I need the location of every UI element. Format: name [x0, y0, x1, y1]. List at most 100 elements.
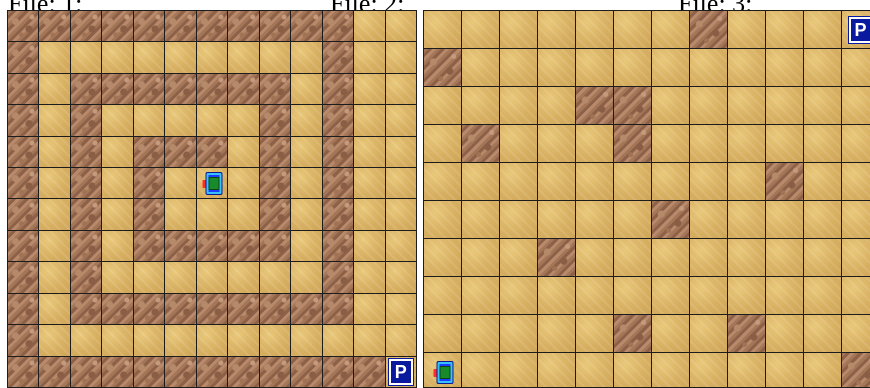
floor-tile[interactable]: [690, 163, 727, 200]
floor-tile[interactable]: [354, 199, 384, 229]
floor-tile[interactable]: [462, 49, 499, 86]
floor-tile[interactable]: [842, 163, 870, 200]
floor-tile[interactable]: [165, 42, 195, 72]
floor-tile[interactable]: [766, 49, 803, 86]
wall-tile[interactable]: [8, 105, 38, 135]
floor-tile[interactable]: [538, 163, 575, 200]
floor-tile[interactable]: [39, 168, 69, 198]
wall-tile[interactable]: [323, 137, 353, 167]
floor-tile[interactable]: [766, 277, 803, 314]
floor-tile[interactable]: [462, 87, 499, 124]
wall-tile[interactable]: [8, 262, 38, 292]
wall-tile[interactable]: [690, 11, 727, 48]
wall-tile[interactable]: [766, 163, 803, 200]
wall-tile[interactable]: [291, 294, 321, 324]
wall-tile[interactable]: [8, 168, 38, 198]
floor-tile[interactable]: [424, 163, 461, 200]
wall-tile[interactable]: [291, 11, 321, 41]
wall-tile[interactable]: [102, 74, 132, 104]
floor-tile[interactable]: [690, 277, 727, 314]
floor-tile[interactable]: [614, 277, 651, 314]
floor-tile[interactable]: [804, 315, 841, 352]
floor-tile[interactable]: [842, 277, 870, 314]
wall-tile[interactable]: [71, 74, 101, 104]
wall-tile[interactable]: [260, 105, 290, 135]
wall-tile[interactable]: [134, 168, 164, 198]
floor-tile[interactable]: [102, 105, 132, 135]
floor-tile[interactable]: [260, 325, 290, 355]
floor-tile[interactable]: [291, 74, 321, 104]
floor-tile[interactable]: [386, 11, 416, 41]
floor-tile[interactable]: [614, 353, 651, 388]
wall-tile[interactable]: [71, 11, 101, 41]
wall-tile[interactable]: [228, 11, 258, 41]
wall-tile[interactable]: [165, 137, 195, 167]
floor-tile[interactable]: [386, 74, 416, 104]
wall-tile[interactable]: [323, 11, 353, 41]
wall-tile[interactable]: [197, 231, 227, 261]
floor-tile[interactable]: [690, 315, 727, 352]
wall-tile[interactable]: [323, 168, 353, 198]
wall-tile[interactable]: [197, 137, 227, 167]
board-1[interactable]: P: [7, 10, 417, 388]
wall-tile[interactable]: [8, 199, 38, 229]
floor-tile[interactable]: [165, 168, 195, 198]
floor-tile[interactable]: [291, 105, 321, 135]
floor-tile[interactable]: [354, 262, 384, 292]
floor-tile[interactable]: [228, 199, 258, 229]
floor-tile[interactable]: [462, 11, 499, 48]
floor-tile[interactable]: [538, 125, 575, 162]
wall-tile[interactable]: [323, 262, 353, 292]
wall-tile[interactable]: [102, 294, 132, 324]
floor-tile[interactable]: [102, 325, 132, 355]
floor-tile[interactable]: [462, 239, 499, 276]
wall-tile[interactable]: [614, 315, 651, 352]
floor-tile[interactable]: [728, 125, 765, 162]
wall-tile[interactable]: [71, 231, 101, 261]
wall-tile[interactable]: [260, 357, 290, 387]
floor-tile[interactable]: [842, 239, 870, 276]
floor-tile[interactable]: [291, 231, 321, 261]
wall-tile[interactable]: [8, 11, 38, 41]
wall-tile[interactable]: [842, 353, 870, 388]
floor-tile[interactable]: [228, 168, 258, 198]
floor-tile[interactable]: [228, 137, 258, 167]
floor-tile[interactable]: [766, 201, 803, 238]
wall-tile[interactable]: [8, 325, 38, 355]
wall-tile[interactable]: [197, 357, 227, 387]
floor-tile[interactable]: [842, 125, 870, 162]
floor-tile[interactable]: [804, 11, 841, 48]
floor-tile[interactable]: [652, 239, 689, 276]
wall-tile[interactable]: [291, 357, 321, 387]
floor-tile[interactable]: [354, 294, 384, 324]
floor-tile[interactable]: [804, 87, 841, 124]
floor-tile[interactable]: [424, 11, 461, 48]
floor-tile[interactable]: [386, 168, 416, 198]
floor-tile[interactable]: [386, 231, 416, 261]
floor-tile[interactable]: [424, 125, 461, 162]
floor-tile[interactable]: [690, 201, 727, 238]
wall-tile[interactable]: [8, 137, 38, 167]
floor-tile[interactable]: [71, 42, 101, 72]
floor-tile[interactable]: [576, 353, 613, 388]
wall-tile[interactable]: [71, 357, 101, 387]
floor-tile[interactable]: [102, 42, 132, 72]
wall-tile[interactable]: [8, 294, 38, 324]
floor-tile[interactable]: [766, 11, 803, 48]
floor-tile[interactable]: [538, 49, 575, 86]
floor-tile[interactable]: [576, 11, 613, 48]
floor-tile[interactable]: [842, 201, 870, 238]
wall-tile[interactable]: [71, 137, 101, 167]
floor-tile[interactable]: [462, 315, 499, 352]
floor-tile[interactable]: [614, 201, 651, 238]
floor-tile[interactable]: [424, 315, 461, 352]
floor-tile[interactable]: [842, 49, 870, 86]
floor-tile[interactable]: [728, 11, 765, 48]
floor-tile[interactable]: [354, 137, 384, 167]
wall-tile[interactable]: [71, 168, 101, 198]
wall-tile[interactable]: [260, 11, 290, 41]
wall-tile[interactable]: [323, 74, 353, 104]
floor-tile[interactable]: [165, 105, 195, 135]
wall-tile[interactable]: [8, 74, 38, 104]
floor-tile[interactable]: [291, 325, 321, 355]
